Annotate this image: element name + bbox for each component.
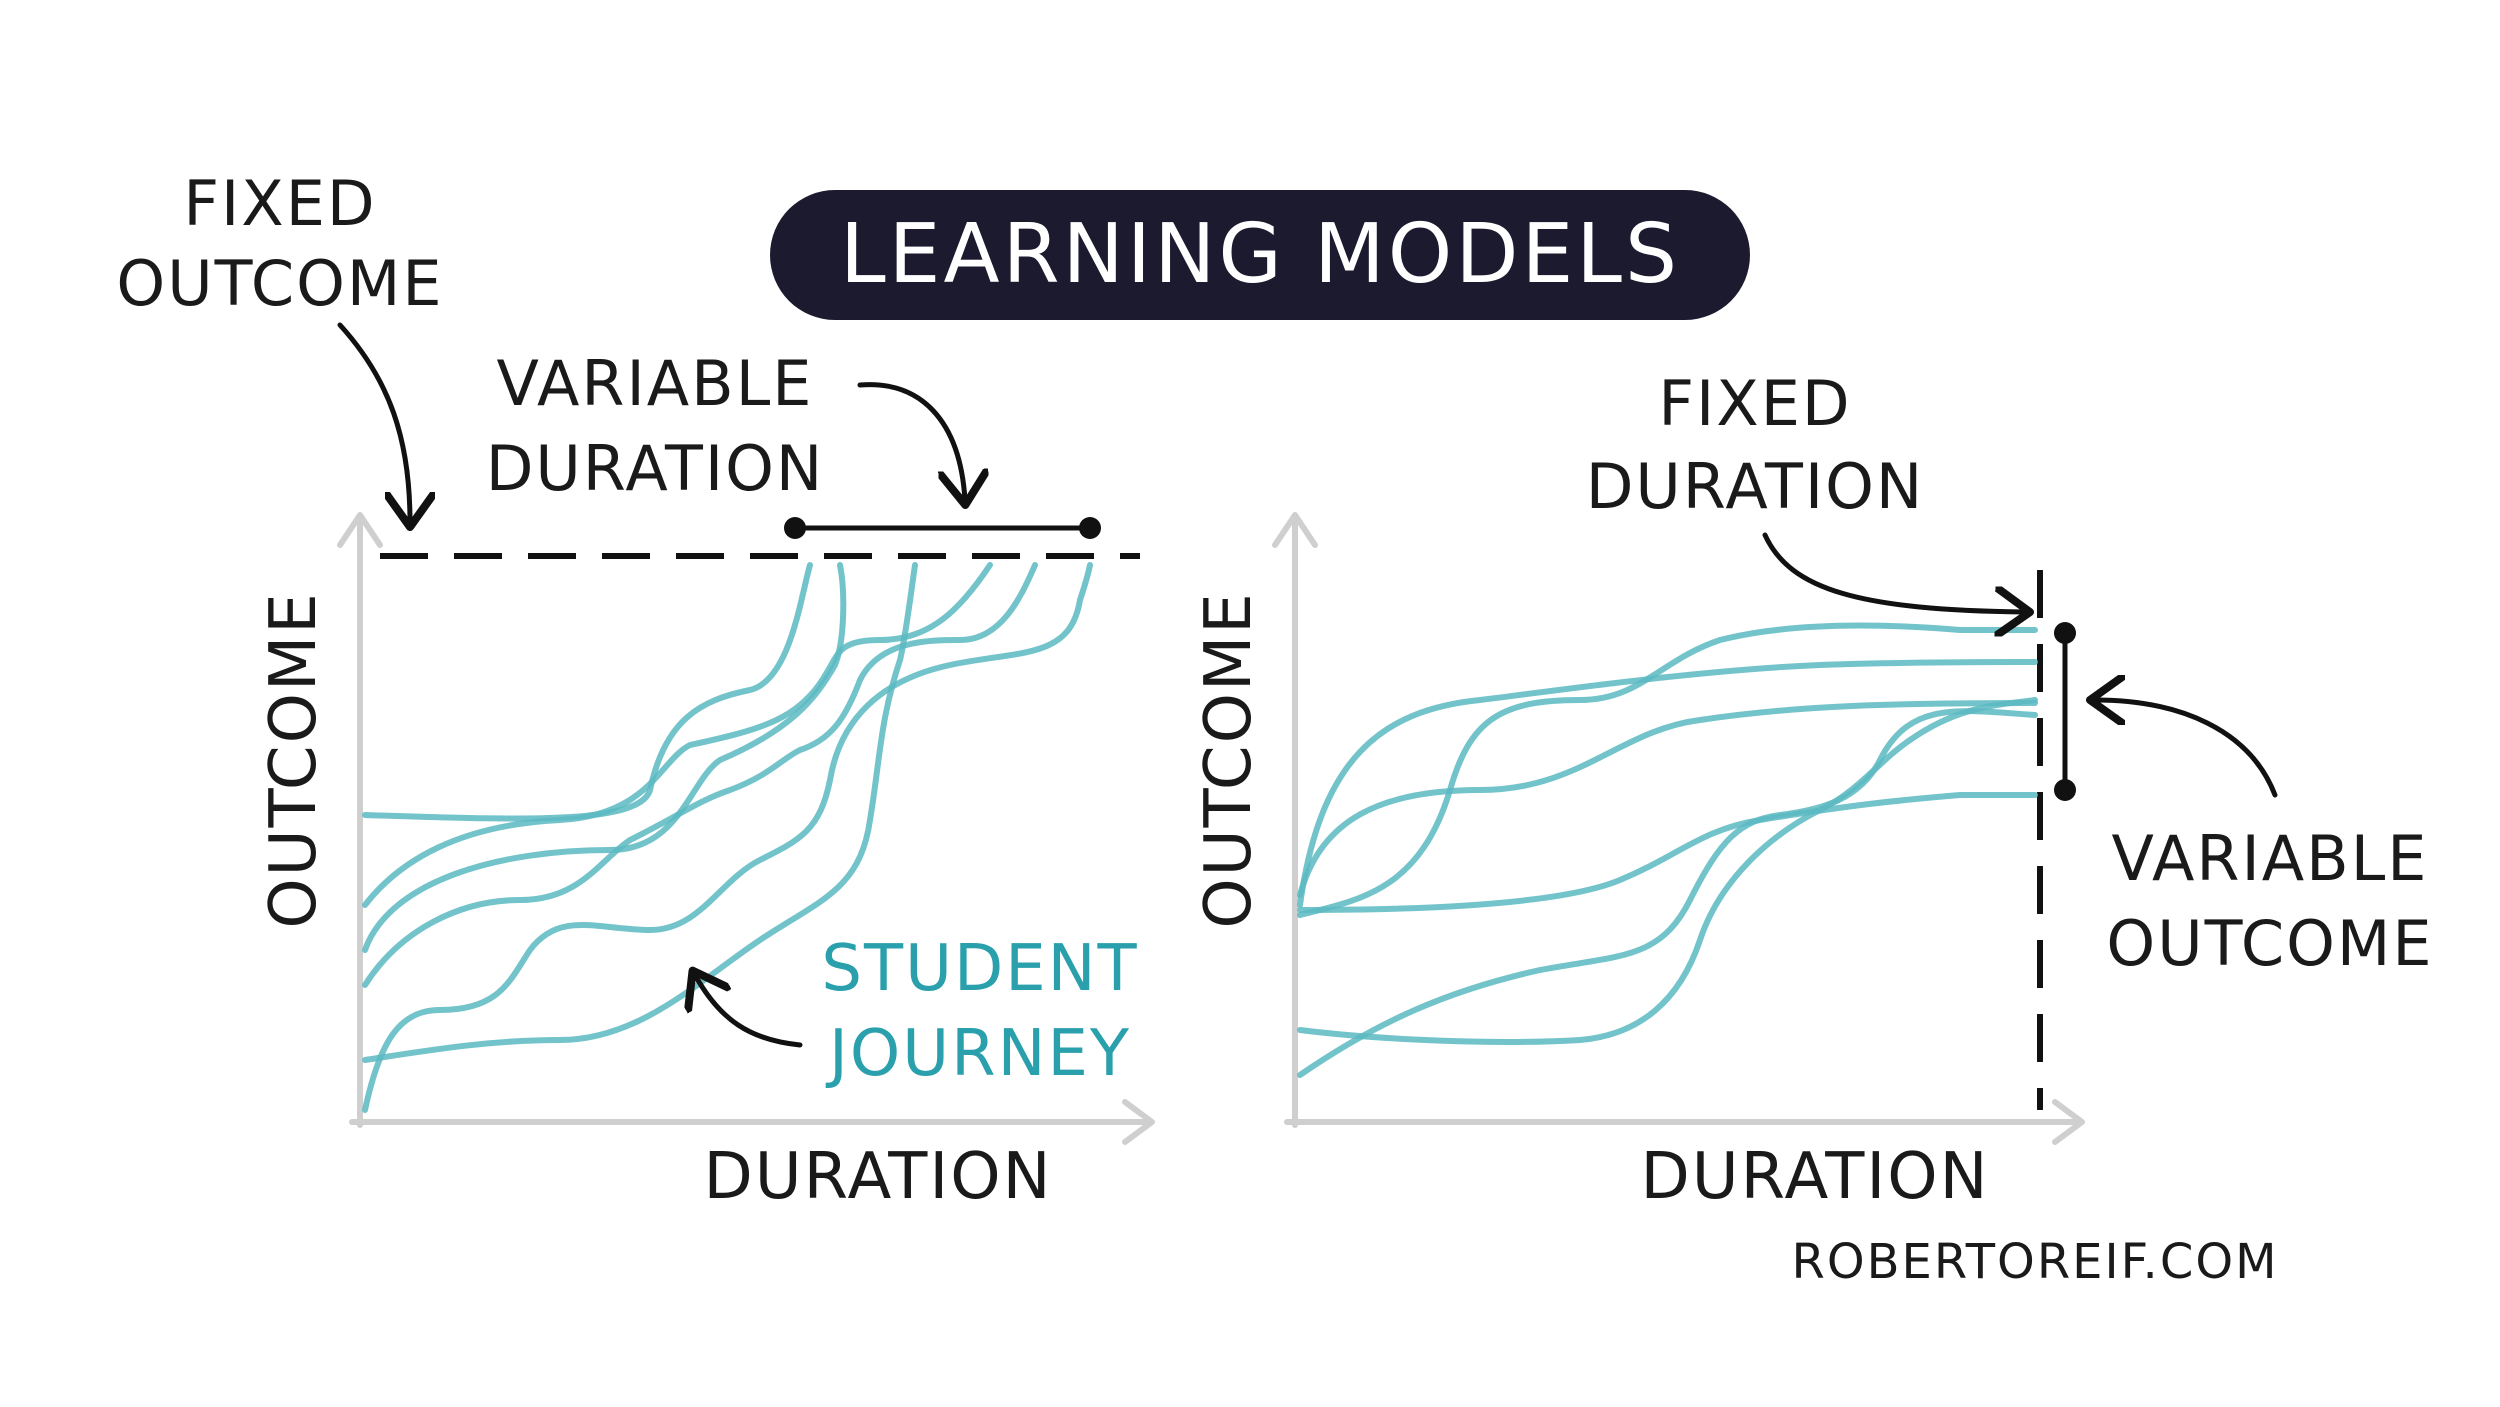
right-diagram: FIXED DURATION VARIABLE OUTCOME OUTCOME … bbox=[1192, 367, 2433, 1214]
page-title: LEARNING MODELS bbox=[840, 207, 1680, 302]
student-journey-arrow bbox=[695, 975, 803, 1048]
variable-outcome-arrow bbox=[2095, 700, 2278, 798]
left-student-journeys bbox=[362, 562, 1093, 1113]
variable-duration-label-line2: DURATION bbox=[486, 432, 825, 505]
variable-outcome-label-line1: VARIABLE bbox=[2112, 822, 2429, 895]
student-journey-curve bbox=[362, 562, 993, 908]
variable-duration-start-dot bbox=[784, 517, 806, 539]
right-y-axis-arrowhead bbox=[1272, 512, 1318, 548]
variable-duration-label-line1: VARIABLE bbox=[497, 347, 814, 420]
fixed-duration-label-line2: DURATION bbox=[1586, 450, 1925, 523]
student-journey-curve bbox=[362, 562, 1093, 1113]
variable-duration-end-dot bbox=[1079, 517, 1101, 539]
right-y-axis-label: OUTCOME bbox=[1192, 591, 1266, 928]
right-x-axis-arrowhead bbox=[2052, 1099, 2085, 1145]
student-journey-curve bbox=[1297, 792, 2038, 913]
student-journey-curve bbox=[1297, 659, 2038, 908]
student-journey-curve bbox=[1297, 700, 2038, 898]
title-badge-background bbox=[770, 190, 1750, 320]
left-x-axis-label: DURATION bbox=[703, 1140, 1052, 1214]
student-journey-curve bbox=[362, 562, 1038, 988]
site-credit: ROBERTOREIF.COM bbox=[1791, 1234, 2278, 1290]
fixed-duration-arrow bbox=[1762, 532, 2025, 612]
student-journey-curve bbox=[362, 562, 918, 1063]
right-x-axis-label: DURATION bbox=[1640, 1140, 1989, 1214]
variable-duration-arrow bbox=[857, 382, 965, 500]
left-x-axis-arrowhead bbox=[1122, 1099, 1155, 1145]
student-journey-label-line1: STUDENT bbox=[821, 932, 1138, 1006]
student-journey-label-line2: JOURNEY bbox=[825, 1017, 1131, 1091]
student-journey-curve bbox=[1297, 622, 2038, 918]
left-y-axis-arrowhead bbox=[337, 512, 383, 548]
student-journey-curve bbox=[1297, 708, 2038, 1078]
fixed-outcome-arrow bbox=[337, 322, 410, 522]
left-y-axis-label: OUTCOME bbox=[257, 591, 331, 928]
right-student-journeys bbox=[1297, 622, 2038, 1078]
left-diagram: FIXED OUTCOME VARIABLE DURATION OUTCOME … bbox=[116, 167, 1155, 1214]
fixed-duration-label-line1: FIXED bbox=[1658, 367, 1851, 440]
fixed-outcome-label-line2: OUTCOME bbox=[116, 247, 443, 320]
variable-outcome-bottom-dot bbox=[2054, 779, 2076, 801]
student-journey-curve bbox=[362, 562, 847, 953]
variable-outcome-label-line2: OUTCOME bbox=[2106, 907, 2433, 980]
variable-outcome-top-dot bbox=[2054, 622, 2076, 644]
fixed-outcome-label-line1: FIXED bbox=[183, 167, 376, 240]
title-badge: LEARNING MODELS bbox=[770, 190, 1750, 320]
student-journey-curve bbox=[362, 562, 813, 822]
student-journey-curve bbox=[1297, 697, 2038, 1045]
